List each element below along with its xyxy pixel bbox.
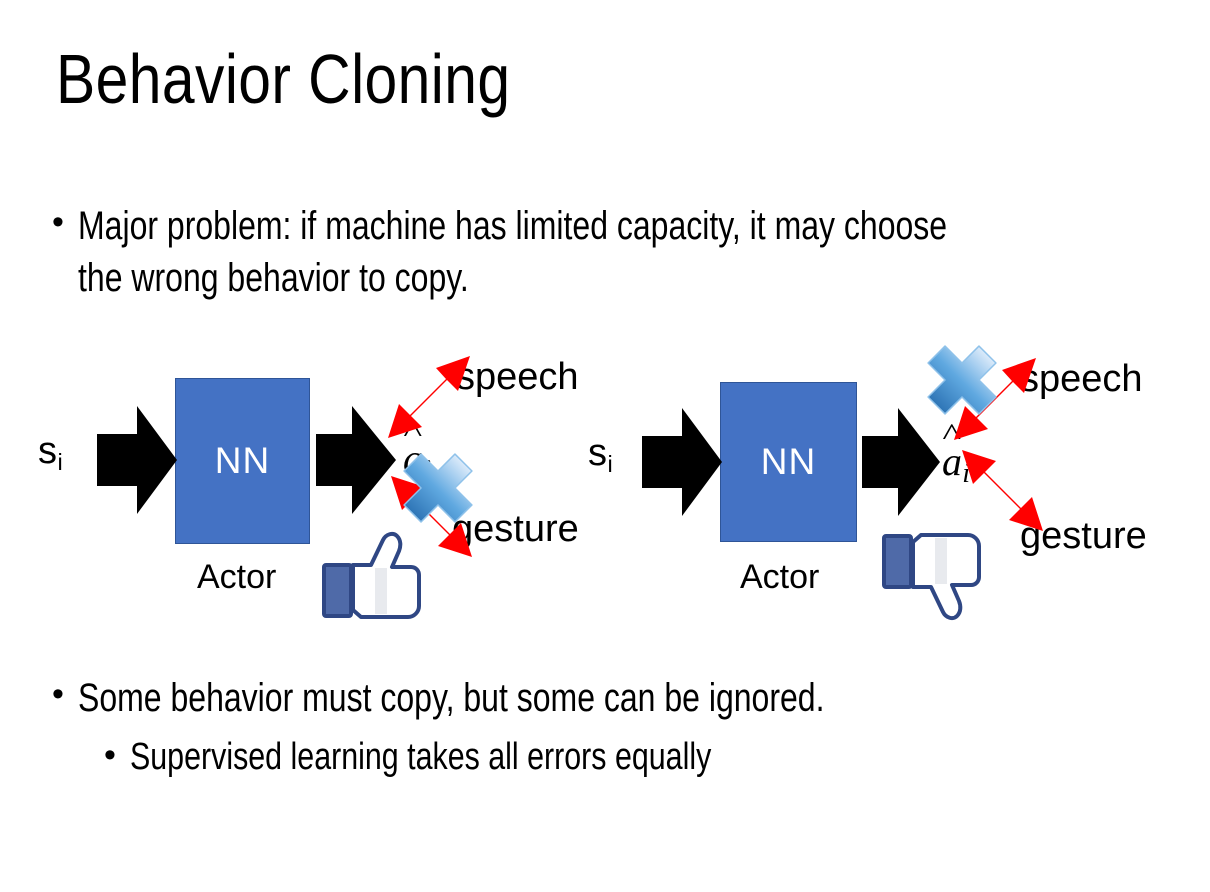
thumbs-down-icon-right [882, 533, 981, 621]
output-label-gesture-right: gesture [1020, 515, 1147, 557]
bullet-marker: • [52, 203, 64, 241]
output-arrow-left [316, 406, 396, 514]
state-label-left: si [38, 430, 63, 476]
output-arrow-right [862, 408, 940, 516]
bullet-top: • Major problem: if machine has limited … [52, 200, 1172, 304]
state-label-right: si [588, 432, 613, 478]
input-arrow-left [97, 406, 177, 514]
nn-box-right: NN [720, 382, 857, 542]
bullet-middle: • Some behavior must copy, but some can … [52, 672, 1172, 724]
diagram-left: si NN Actor ai speech gesture [0, 330, 620, 630]
output-label-gesture-left: gesture [452, 508, 579, 550]
bullet-sub: • Supervised learning takes all errors e… [104, 733, 1174, 782]
input-arrow-right [642, 408, 722, 516]
bullet-marker: • [52, 675, 64, 713]
output-label-speech-right: speech [1020, 358, 1143, 400]
actor-caption-left: Actor [197, 558, 277, 596]
diagram-right: si NN Actor ai speech gesture [570, 330, 1210, 630]
cross-icon-speech-right [927, 345, 997, 415]
bullet-marker: • [104, 736, 116, 774]
nn-box-left: NN [175, 378, 310, 544]
nn-box-label-right: NN [760, 441, 817, 482]
action-label-right: ai [942, 438, 970, 489]
output-label-speech-left: speech [456, 356, 579, 398]
bullet-top-text: Major problem: if machine has limited ca… [78, 204, 948, 300]
nn-box-label-left: NN [214, 440, 271, 481]
page-title: Behavior Cloning [56, 40, 511, 118]
actor-caption-right: Actor [740, 558, 820, 596]
action-label-left: ai [403, 435, 431, 486]
thumbs-up-icon-left-shape [322, 531, 421, 619]
bullet-sub-text: Supervised learning takes all errors equ… [130, 736, 712, 778]
bullet-middle-text: Some behavior must copy, but some can be… [78, 676, 825, 720]
